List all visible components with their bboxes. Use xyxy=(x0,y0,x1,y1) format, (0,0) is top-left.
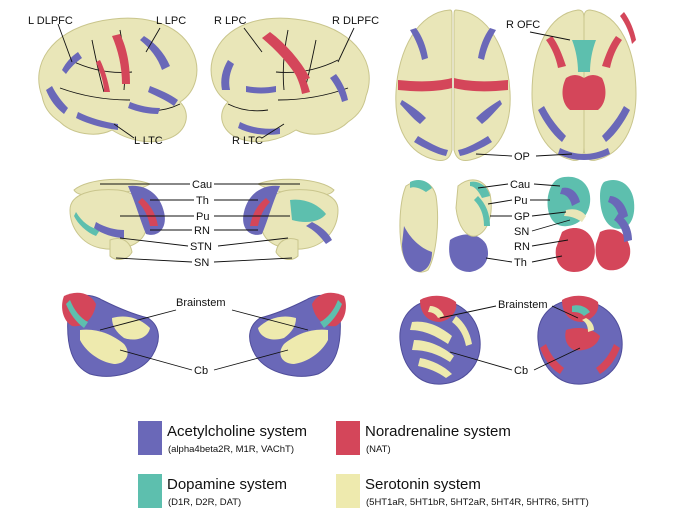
label-brainstem-left: Brainstem xyxy=(176,297,226,309)
label-l-lpc: L LPC xyxy=(156,15,186,27)
label-r-lpc: R LPC xyxy=(214,15,246,27)
superior-cortex xyxy=(395,9,511,161)
label-cb-left: Cb xyxy=(194,365,208,377)
label-pu-left: Pu xyxy=(196,211,209,223)
legend-title-dopamine: Dopamine system xyxy=(167,476,288,493)
legend-subtitle-serotonin: (5HT1aR, 5HT1bR, 5HT2aR, 5HT4R, 5HTR6, 5… xyxy=(366,497,589,508)
label-rn-right: RN xyxy=(514,241,530,253)
left-lateral-cortex xyxy=(38,17,198,143)
left-subcortical xyxy=(69,178,165,260)
label-cau-left: Cau xyxy=(192,179,212,191)
label-l-ltc: L LTC xyxy=(134,135,163,147)
label-stn: STN xyxy=(190,241,212,253)
inferior-cortex xyxy=(531,9,637,161)
label-cau-right: Cau xyxy=(510,179,530,191)
label-gp: GP xyxy=(514,211,530,223)
label-rn-left: RN xyxy=(194,225,210,237)
label-sn-left: SN xyxy=(194,257,209,269)
posterior-cerebellum-right xyxy=(537,295,623,385)
legend-subtitle-acetylcholine: (alpha4beta2R, M1R, VAChT) xyxy=(168,444,295,455)
label-l-dlpfc: L DLPFC xyxy=(28,15,73,27)
legend-title-serotonin: Serotonin system xyxy=(365,476,481,493)
legend-swatch-dopamine xyxy=(138,474,162,508)
label-r-ofc: R OFC xyxy=(506,19,540,31)
legend-subtitle-noradrenaline: (NAT) xyxy=(366,444,391,455)
left-brainstem-cerebellum xyxy=(62,292,159,377)
basal-ganglia-exploded xyxy=(399,176,635,273)
legend-swatch-serotonin xyxy=(336,474,360,508)
legend-title-noradrenaline: Noradrenaline system xyxy=(365,423,511,440)
label-r-ltc: R LTC xyxy=(232,135,263,147)
label-brainstem-right: Brainstem xyxy=(498,299,548,311)
legend-swatch-noradrenaline xyxy=(336,421,360,455)
posterior-cerebellum-left xyxy=(399,295,481,385)
label-cb-right: Cb xyxy=(514,365,528,377)
label-op: OP xyxy=(514,151,530,163)
right-lateral-cortex xyxy=(210,17,370,143)
legend-swatch-acetylcholine xyxy=(138,421,162,455)
legend-subtitle-dopamine: (D1R, D2R, DAT) xyxy=(168,497,242,508)
label-sn-right: SN xyxy=(514,226,529,238)
label-th-right: Th xyxy=(514,257,527,269)
right-brainstem-cerebellum xyxy=(249,292,346,377)
label-pu-right: Pu xyxy=(514,195,527,207)
right-subcortical xyxy=(243,178,339,260)
legend-title-acetylcholine: Acetylcholine system xyxy=(167,423,308,440)
label-r-dlpfc: R DLPFC xyxy=(332,15,379,27)
label-th-left: Th xyxy=(196,195,209,207)
